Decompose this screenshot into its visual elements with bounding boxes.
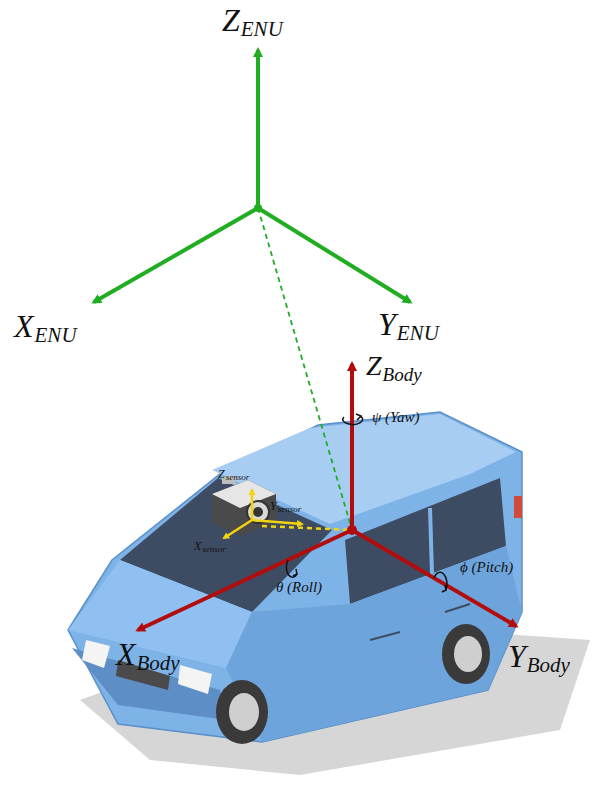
axis-subscript: sensor <box>278 505 302 514</box>
axis-subscript: sensor <box>202 545 226 554</box>
axis-letter: Z <box>222 4 240 36</box>
frame-link <box>258 208 352 530</box>
axis-subscript: Body <box>527 655 570 676</box>
axis-letter: X <box>194 540 201 552</box>
axis-subscript: Body <box>137 653 180 674</box>
axis-subscript: Body <box>383 365 422 384</box>
sensor-frame <box>224 490 350 538</box>
axis-letter: X <box>14 310 34 342</box>
axis-letter: Z <box>366 352 382 380</box>
rotation-label: ψ (Yaw) <box>372 410 420 425</box>
axis-letter: Y <box>508 640 526 672</box>
enu-frame <box>94 50 410 302</box>
rotation-label: θ (Roll) <box>276 580 322 595</box>
axis-subscript: sensor <box>226 473 250 482</box>
car <box>68 412 522 744</box>
axis-letter: Y <box>270 500 277 512</box>
axis-subscript: ENU <box>397 323 439 344</box>
body-frame <box>138 364 516 630</box>
axis-letter: Y <box>378 308 396 340</box>
axis-subscript: ENU <box>35 325 77 346</box>
axis-letter: X <box>116 638 136 670</box>
rotation-arrows <box>286 414 447 592</box>
axis-subscript: ENU <box>241 19 283 40</box>
axis-letter: Z <box>218 468 225 480</box>
body-origin <box>347 525 357 535</box>
rotation-label: ϕ (Pitch) <box>460 560 513 575</box>
